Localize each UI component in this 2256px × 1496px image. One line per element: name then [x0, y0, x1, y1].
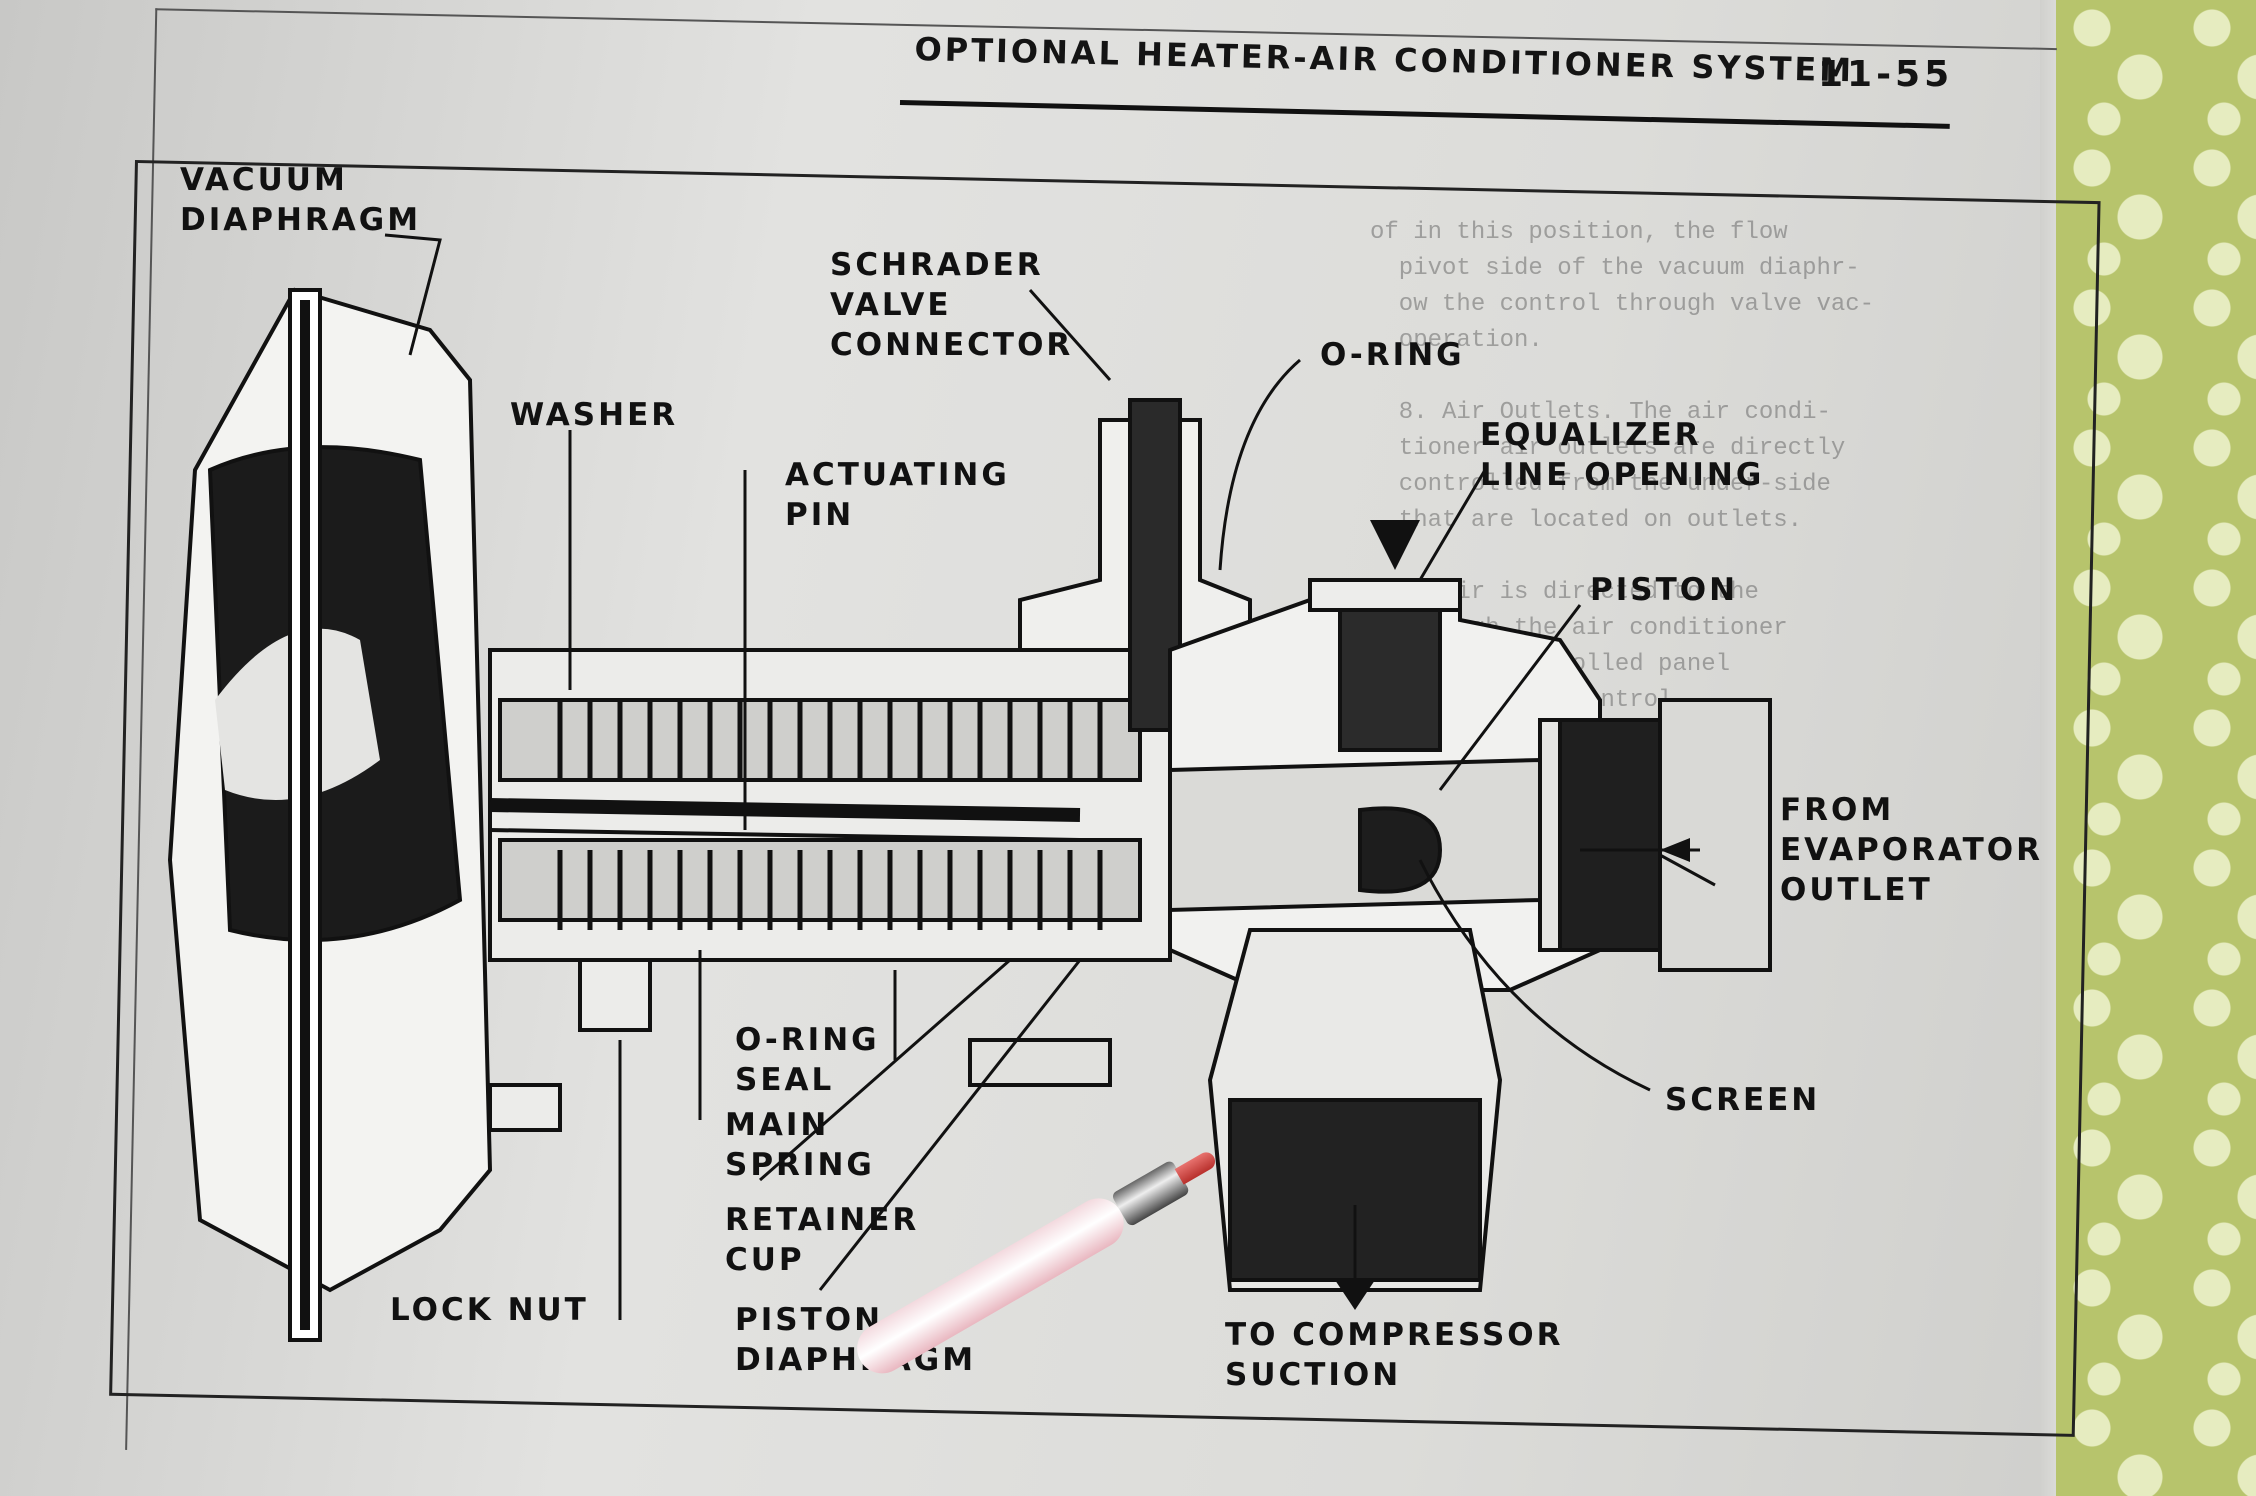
- label-o-ring: O-RING: [1320, 337, 1465, 373]
- main-spring-coils: [557, 700, 1103, 930]
- label-actuating-pin: ACTUATING PIN: [785, 457, 1010, 533]
- label-equalizer-line-opening: EQUALIZER LINE OPENING: [1480, 417, 1765, 493]
- label-main-spring: MAIN SPRING: [725, 1107, 875, 1183]
- label-piston-diaphragm: PISTON DIAPHRAGM: [735, 1302, 977, 1378]
- leader-lines: [384, 233, 1716, 1320]
- pen-tip: [1174, 1149, 1219, 1185]
- label-screen: SCREEN: [1665, 1082, 1821, 1118]
- label-washer: WASHER: [510, 397, 679, 433]
- page-number: 11-55: [1818, 54, 1954, 95]
- label-retainer-cup: RETAINER CUP: [725, 1202, 920, 1278]
- label-piston: PISTON: [1590, 572, 1739, 608]
- label-from-evaporator-outlet: FROM EVAPORATOR OUTLET: [1780, 792, 2043, 908]
- label-to-compressor-suction: TO COMPRESSOR SUCTION: [1225, 1317, 1564, 1393]
- label-vacuum-diaphragm: VACUUM DIAPHRAGM: [180, 162, 422, 238]
- label-lock-nut: LOCK NUT: [390, 1292, 589, 1328]
- tablecloth-background: [2056, 0, 2256, 1496]
- label-o-ring-seal: O-RING SEAL: [735, 1022, 880, 1098]
- label-schrader-valve-connector: SCHRADER VALVE CONNECTOR: [830, 247, 1074, 363]
